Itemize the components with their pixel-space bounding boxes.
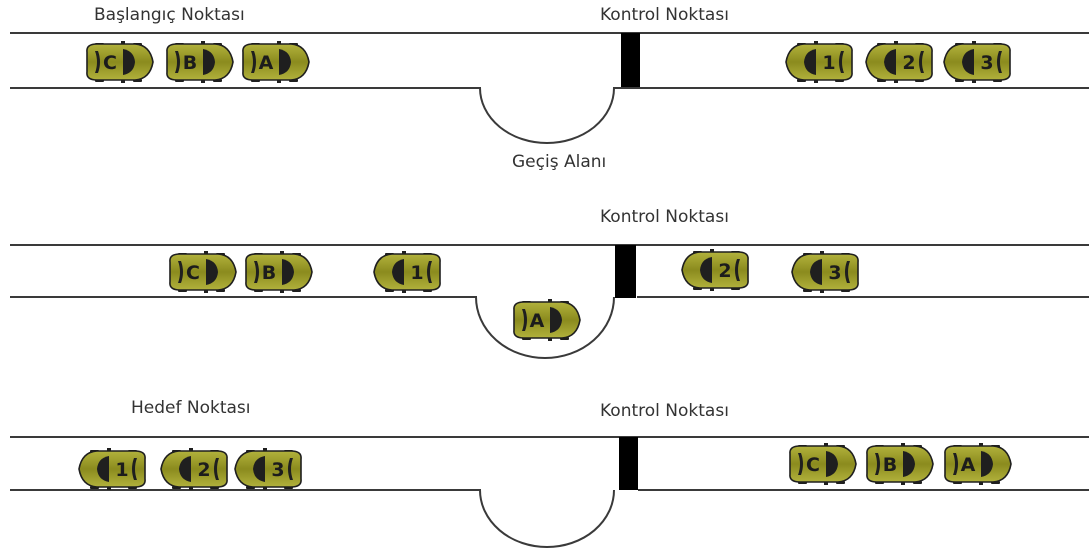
car-3-icon: 3	[234, 448, 302, 490]
svg-text:2: 2	[902, 52, 915, 74]
svg-text:A: A	[259, 52, 274, 74]
checkpoint-barrier	[619, 437, 638, 490]
svg-text:A: A	[961, 454, 976, 476]
car-2-icon: 2	[681, 249, 749, 291]
svg-text:C: C	[103, 52, 117, 74]
svg-text:C: C	[186, 262, 200, 284]
svg-text:B: B	[262, 262, 276, 284]
checkpoint-label-1: Kontrol Noktası	[600, 5, 729, 25]
svg-text:2: 2	[197, 459, 210, 481]
svg-text:B: B	[183, 52, 197, 74]
svg-text:3: 3	[828, 262, 841, 284]
road-bottom-edge-with-bay	[10, 489, 615, 548]
road-panel-3	[10, 436, 1089, 548]
svg-text:1: 1	[115, 459, 128, 481]
car-1-icon: 1	[785, 41, 853, 83]
svg-text:1: 1	[822, 52, 835, 74]
car-b-icon: B	[166, 41, 234, 83]
road-bottom-edge-with-bay	[10, 296, 615, 359]
car-a-icon: A	[944, 443, 1012, 485]
car-c-icon: C	[86, 41, 154, 83]
svg-text:1: 1	[410, 262, 423, 284]
checkpoint-label-2: Kontrol Noktası	[600, 207, 729, 227]
start-point-label: Başlangıç Noktası	[94, 5, 245, 25]
car-1-icon: 1	[373, 251, 441, 293]
svg-text:C: C	[806, 454, 820, 476]
car-a-icon: A	[513, 299, 581, 341]
passing-area-label: Geçiş Alanı	[512, 152, 607, 172]
svg-text:3: 3	[271, 459, 284, 481]
road-panel-1	[10, 32, 1089, 144]
svg-text:2: 2	[718, 260, 731, 282]
svg-text:A: A	[530, 310, 545, 332]
car-2-icon: 2	[865, 41, 933, 83]
car-3-icon: 3	[791, 251, 859, 293]
checkpoint-label-3: Kontrol Noktası	[600, 401, 729, 421]
car-b-icon: B	[866, 443, 934, 485]
road-bottom-edge-with-bay	[10, 87, 1089, 144]
target-point-label: Hedef Noktası	[131, 398, 251, 418]
car-1-icon: 1	[78, 448, 146, 490]
checkpoint-barrier	[615, 245, 636, 298]
car-a-icon: A	[242, 41, 310, 83]
car-b-icon: B	[245, 251, 313, 293]
car-c-icon: C	[789, 443, 857, 485]
svg-text:3: 3	[980, 52, 993, 74]
car-c-icon: C	[169, 251, 237, 293]
checkpoint-barrier	[621, 33, 640, 87]
road-panel-2	[10, 244, 1089, 359]
svg-text:B: B	[883, 454, 897, 476]
car-2-icon: 2	[160, 448, 228, 490]
car-3-icon: 3	[943, 41, 1011, 83]
